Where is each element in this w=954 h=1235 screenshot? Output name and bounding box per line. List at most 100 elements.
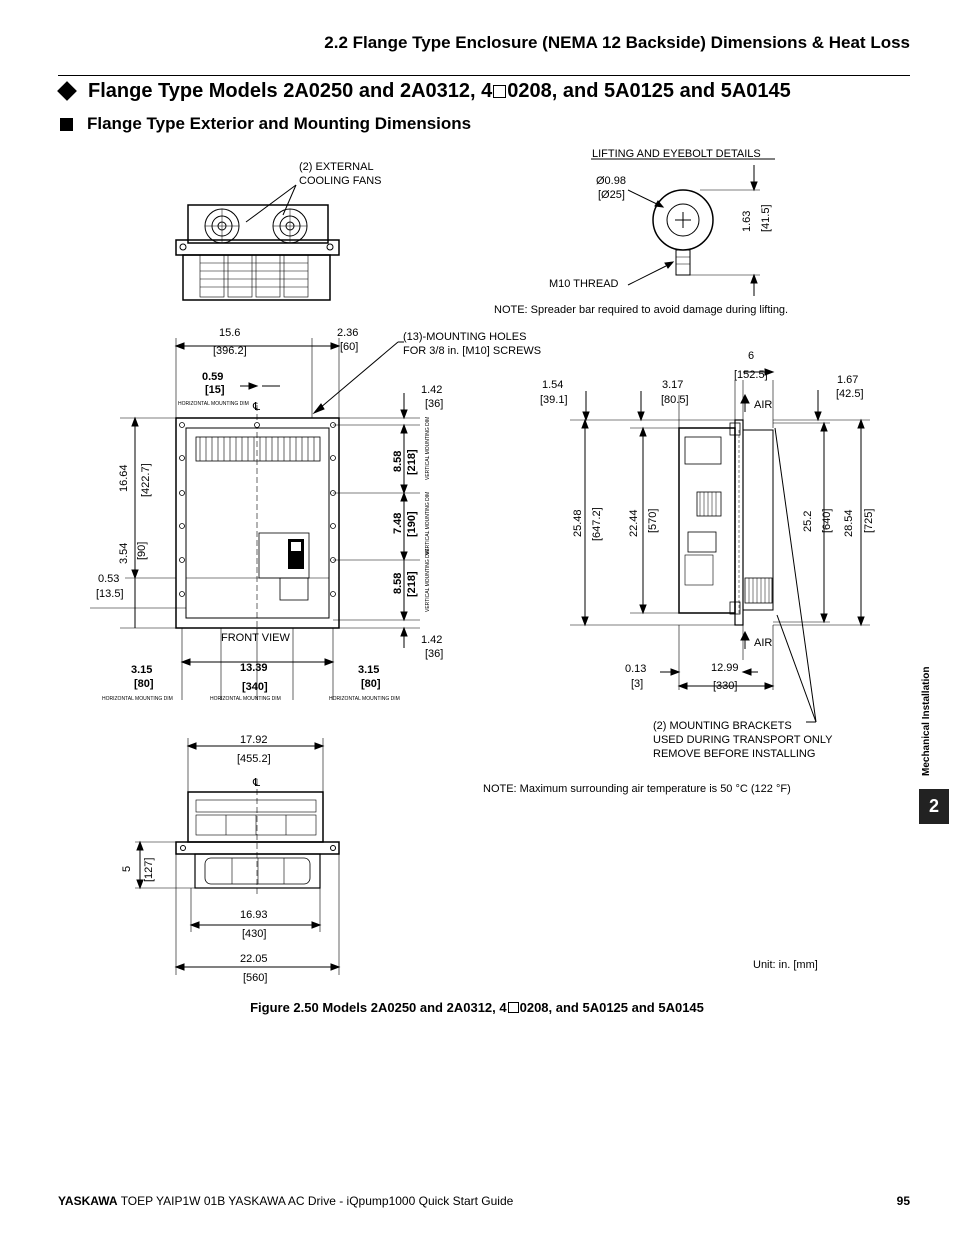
dim-16-64: 16.64	[118, 464, 130, 492]
air-arrow-bottom	[740, 630, 750, 649]
m10-thread-label: M10 THREAD	[549, 278, 619, 290]
dim-80-5: [80.5]	[661, 394, 689, 406]
bottom-view	[135, 738, 341, 975]
side-view	[570, 368, 870, 723]
brackets-label-2: USED DURING TRANSPORT ONLY	[653, 734, 833, 746]
footer-brand: YASKAWA	[58, 1194, 118, 1208]
dim-25-2: 25.2	[802, 511, 814, 532]
figure-caption: Figure 2.50 Models 2A0250 and 2A0312, 4 0…	[0, 1000, 954, 1015]
front-view-label: FRONT VIEW	[221, 632, 290, 644]
header-rule	[58, 75, 910, 76]
dim-560: [560]	[243, 972, 267, 984]
dim-28-54: 28.54	[843, 509, 855, 537]
heading-models-post: 0208, and 5A0125 and 5A0145	[507, 80, 791, 102]
cooling-fan-left	[204, 208, 240, 244]
dim-60: [60]	[340, 341, 358, 353]
eye-height-mm: [41.5]	[760, 204, 772, 232]
dim-3: [3]	[631, 678, 643, 690]
box-placeholder-icon	[507, 1002, 519, 1013]
hmd-top: HORIZONTAL MOUNTING DIM	[178, 401, 249, 407]
dim-1-42-bottom: 1.42	[421, 634, 442, 646]
eye-dia-in: Ø0.98	[596, 175, 626, 187]
dim-6: 6	[748, 350, 754, 362]
cooling-fan-right	[272, 208, 308, 244]
chapter-tab: 2	[919, 789, 949, 824]
box-placeholder-icon	[493, 85, 507, 98]
figure-caption-post: 0208, and 5A0125 and 5A0145	[519, 1000, 704, 1015]
brackets-label-3: REMOVE BEFORE INSTALLING	[653, 748, 815, 760]
cooling-fans-label-1: (2) EXTERNAL	[299, 161, 374, 173]
brackets-label-1: (2) MOUNTING BRACKETS	[653, 720, 792, 732]
square-bullet-icon	[60, 117, 73, 131]
dim-3-17: 3.17	[662, 379, 683, 391]
dim-0-13: 0.13	[625, 663, 646, 675]
dim-0-53: 0.53	[98, 573, 119, 585]
dim-80-b: [80]	[361, 678, 381, 690]
dim-330: [330]	[713, 680, 737, 692]
dim-17-92: 17.92	[240, 734, 268, 746]
section-header: 2.2 Flange Type Enclosure (NEMA 12 Backs…	[324, 33, 910, 52]
hmd-a: HORIZONTAL MOUNTING DIM	[102, 696, 173, 702]
dim-8-58-b: 8.58	[392, 573, 404, 594]
front-view	[90, 338, 420, 700]
centerline-bottom: ℄	[252, 777, 260, 789]
dim-22-05: 22.05	[240, 953, 268, 965]
dim-3-15-a: 3.15	[131, 664, 152, 676]
vmd-b: VERTICAL MOUNTING DIM	[425, 492, 431, 555]
note-temperature: NOTE: Maximum surrounding air temperatur…	[483, 783, 791, 795]
dim-396-2: [396.2]	[213, 345, 247, 357]
heading-dimensions-text: Flange Type Exterior and Mounting Dimens…	[87, 114, 472, 133]
footer-text: TOEP YAIP1W 01B YASKAWA AC Drive - iQpum…	[117, 1194, 514, 1208]
centerline-front: ℄	[252, 401, 260, 413]
dim-2-36: 2.36	[337, 327, 358, 339]
hmd-b: HORIZONTAL MOUNTING DIM	[210, 696, 281, 702]
hmd-c: HORIZONTAL MOUNTING DIM	[329, 696, 400, 702]
mount-holes-label-1: (13)-MOUNTING HOLES	[403, 331, 526, 343]
dim-640: [640]	[821, 509, 833, 533]
dim-647-2: [647.2]	[591, 507, 603, 541]
dim-127: [127]	[143, 858, 155, 882]
chapter-side-label: Mechanical Installation	[921, 666, 932, 776]
unit-label: Unit: in. [mm]	[753, 959, 818, 971]
eyebolt-detail	[591, 158, 775, 296]
dim-218-b: [218]	[406, 571, 418, 597]
dim-5: 5	[121, 866, 133, 872]
mount-holes-label-2: FOR 3/8 in. [M10] SCREWS	[403, 345, 541, 357]
dim-152-5: [152.5]	[734, 369, 768, 381]
air-arrow-top	[740, 393, 750, 412]
vmd-a: VERTICAL MOUNTING DIM	[425, 417, 431, 480]
figure-caption-pre: Figure 2.50 Models 2A0250 and 2A0312, 4	[250, 1000, 507, 1015]
air-label-top: AIR	[754, 399, 772, 411]
dim-0-59: 0.59	[202, 371, 223, 383]
dim-1-42-top: 1.42	[421, 384, 442, 396]
dim-725: [725]	[863, 509, 875, 533]
dim-80-a: [80]	[134, 678, 154, 690]
dim-422-7: [422.7]	[140, 463, 152, 497]
dim-430: [430]	[242, 928, 266, 940]
eye-dia-mm: [Ø25]	[598, 189, 625, 201]
dim-22-44: 22.44	[628, 509, 640, 537]
eye-height-in: 1.63	[741, 211, 753, 232]
page-number: 95	[896, 1194, 910, 1208]
dim-570: [570]	[647, 509, 659, 533]
dim-36-top: [36]	[425, 398, 443, 410]
top-view	[175, 184, 340, 301]
note-spreader: NOTE: Spreader bar required to avoid dam…	[494, 304, 788, 316]
dim-3-54: 3.54	[118, 543, 130, 564]
air-label-bottom: AIR	[754, 637, 772, 649]
dim-1-67: 1.67	[837, 374, 858, 386]
dim-39-1: [39.1]	[540, 394, 568, 406]
dim-13-5: [13.5]	[96, 588, 124, 600]
dim-42-5: [42.5]	[836, 388, 864, 400]
dim-25-48: 25.48	[572, 509, 584, 537]
dim-190: [190]	[406, 511, 418, 537]
dim-1-54: 1.54	[542, 379, 563, 391]
dim-15-6: 15.6	[219, 327, 240, 339]
mounting-holes	[179, 422, 336, 597]
footer: YASKAWA TOEP YAIP1W 01B YASKAWA AC Drive…	[58, 1194, 513, 1208]
dim-340: [340]	[242, 681, 268, 693]
dim-15: [15]	[205, 384, 225, 396]
dim-7-48: 7.48	[392, 513, 404, 534]
